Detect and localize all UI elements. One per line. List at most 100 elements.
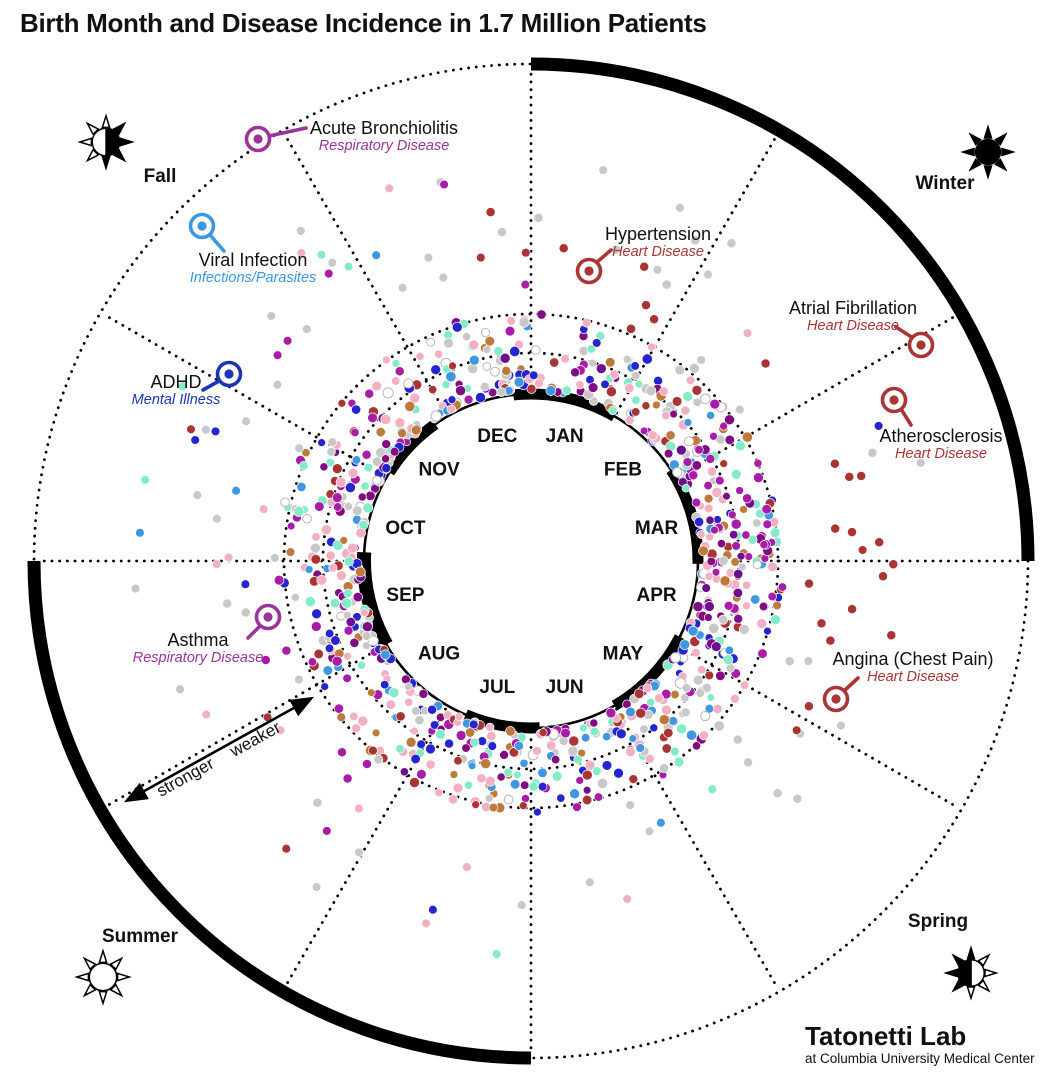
scatter-dot [743, 757, 754, 768]
scatter-dot [322, 665, 333, 676]
scatter-dot [409, 392, 421, 404]
scatter-dot [298, 461, 309, 471]
hypertension-leader-line [594, 248, 613, 265]
scatter-dot [333, 703, 344, 714]
winter-sun-icon-part [994, 158, 1008, 172]
scatter-dot [581, 318, 592, 328]
scatter-dot [367, 688, 376, 697]
outer-arc-0 [530, 57, 1035, 562]
lab-name: Tatonetti Lab [805, 1021, 967, 1051]
scatter-dot [434, 349, 444, 359]
scatter-dot [675, 202, 685, 213]
scatter-dot [683, 418, 693, 427]
scatter-dot [688, 470, 699, 481]
scatter-dot [201, 424, 211, 435]
scatter-dot [231, 485, 241, 496]
scatter-dot [675, 444, 687, 456]
scatter-dot [671, 396, 683, 407]
scatter-dot [212, 513, 222, 524]
scatter-dot [470, 737, 480, 747]
hypertension-marker-dot [584, 266, 594, 276]
scatter-dot [536, 309, 547, 320]
scatter-dot [722, 654, 734, 665]
scatter-dot [503, 794, 514, 805]
scatter-dot [410, 753, 421, 765]
scatter-dot [395, 744, 405, 754]
scatter-dot [588, 358, 597, 368]
scatter-dot [722, 491, 731, 501]
scatter-dot [322, 826, 332, 836]
scatter-dot [395, 711, 406, 722]
scatter-dot [570, 367, 581, 378]
scatter-dot [504, 325, 516, 337]
summer-sun-icon-part [82, 983, 97, 998]
scatter-dot [596, 777, 609, 789]
scatter-dot [735, 486, 744, 495]
scatter-dot [425, 759, 436, 770]
scatter-dot [715, 670, 726, 681]
scatter-dot [580, 733, 591, 743]
scatter-dot [462, 862, 472, 872]
scatter-dot [352, 591, 364, 603]
scatter-dot [692, 674, 704, 686]
asthma-marker-dot [263, 612, 273, 622]
attribution-block: Tatonetti Lab at Columbia University Med… [805, 1022, 1035, 1066]
season-label-spring: Spring [907, 911, 969, 932]
scatter-dot [589, 718, 599, 728]
winter-sun-icon-part [974, 138, 1002, 166]
scatter-dot [847, 527, 857, 538]
scatter-dot [339, 536, 349, 545]
month-label-jul: JUL [479, 677, 515, 698]
scatter-dot [368, 635, 379, 647]
scatter-dot [192, 490, 203, 500]
scatter-dot [709, 431, 718, 441]
scatter-dot [391, 359, 401, 368]
scatter-dot [326, 447, 336, 457]
month-label-mar: MAR [635, 518, 679, 539]
scatter-dot [691, 497, 702, 508]
scatter-dot [752, 518, 762, 528]
scatter-dot [681, 484, 691, 493]
scatter-dot [281, 645, 292, 656]
scatter-dot [767, 561, 778, 572]
scatter-dot [608, 406, 618, 416]
callout-hypertension: Hypertension Heart Disease [605, 224, 711, 261]
scatter-dot [656, 817, 666, 828]
scatter-dot [281, 843, 292, 854]
scatter-dot [727, 510, 737, 520]
scatter-dot [696, 530, 706, 539]
scatter-dot [706, 693, 716, 702]
scatter-dot [445, 371, 457, 383]
scatter-dot [625, 746, 636, 758]
scatter-dot [631, 407, 641, 417]
fall-sun-icon-part [85, 121, 100, 136]
scatter-dot [223, 552, 234, 563]
scatter-dot [691, 460, 702, 471]
scatter-dot [330, 635, 341, 646]
scatter-dot [711, 487, 723, 498]
scatter-dot [719, 421, 728, 431]
scatter-dot [389, 446, 400, 457]
scatter-dot [836, 720, 846, 731]
scatter-dot [661, 279, 672, 290]
scatter-dot [738, 624, 750, 635]
scatter-dot [681, 683, 692, 693]
scatter-dot [411, 706, 421, 716]
scatter-dot [352, 612, 362, 622]
scatter-dot [452, 782, 464, 794]
scatter-dot [296, 481, 307, 492]
scatter-dot [186, 424, 196, 435]
scatter-dot [240, 579, 251, 589]
scatter-dot [719, 575, 731, 587]
scatter-dot [867, 447, 878, 458]
scatter-dot [337, 398, 347, 408]
callout-asthma: Asthma Respiratory Disease [133, 630, 264, 667]
scatter-dot [742, 328, 753, 338]
atrial-fibrillation-marker-dot [916, 340, 926, 350]
scatter-dot [290, 592, 300, 602]
scatter-dot [753, 472, 764, 484]
scatter-dot [747, 534, 758, 545]
scatter-dot [316, 249, 327, 260]
scatter-dot [673, 756, 685, 768]
